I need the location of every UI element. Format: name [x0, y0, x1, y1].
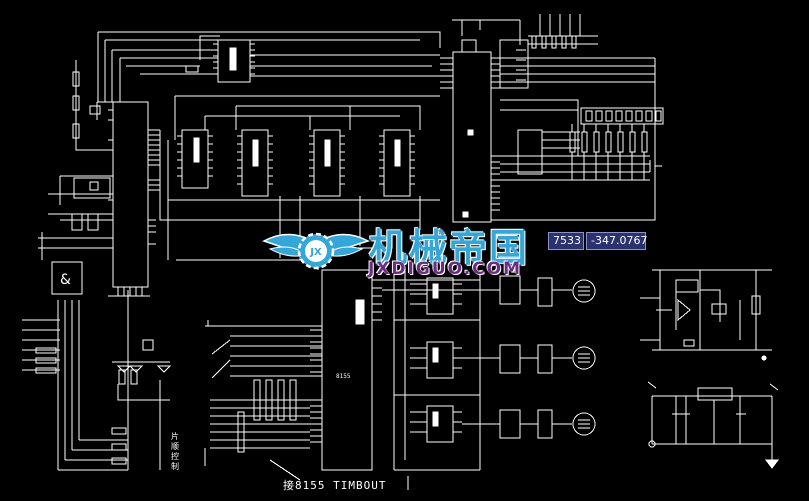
chip-latch-3[interactable]: [309, 129, 345, 197]
regulator-schematic: [647, 381, 779, 469]
vertical-control-label: 片顺控制: [171, 431, 180, 472]
watermark-cn-text: 机械帝国: [369, 226, 530, 270]
stepper-driver-1[interactable]: [410, 275, 596, 315]
watermark-en-text: JXDIGUO.COM: [368, 259, 523, 279]
left-components: [22, 60, 172, 471]
coordinate-y-readout: -347.0767: [586, 232, 647, 250]
watermark-badge: JX: [309, 247, 322, 258]
display-block: [580, 107, 664, 125]
right-top-network: [491, 14, 656, 221]
stepper-driver-3[interactable]: [410, 405, 596, 443]
and-gate: [51, 261, 83, 295]
chip-latch-2[interactable]: [237, 129, 273, 197]
stepper-section: [382, 270, 481, 471]
top-bus-lines: [97, 19, 521, 140]
gear-wings-icon: JX: [262, 232, 370, 270]
chip-latch-4[interactable]: [379, 129, 415, 197]
gate-symbol: &: [60, 272, 71, 288]
latch-interconnect: [159, 130, 440, 261]
chip-8155[interactable]: [310, 260, 382, 471]
stepper-driver-2[interactable]: [410, 341, 596, 379]
chip-controller-right[interactable]: [440, 39, 500, 223]
chip-latch-1[interactable]: [177, 129, 213, 189]
drawing-caption: 接8155 TIMBOUT: [283, 479, 387, 492]
power-schematic: [640, 269, 772, 361]
chip-cpu-left[interactable]: [96, 101, 160, 296]
coordinate-x-readout: 7533: [548, 232, 584, 250]
right-driver-lines: [500, 124, 662, 181]
chip-u1[interactable]: [185, 39, 255, 83]
port-resistor-bank: [204, 320, 322, 466]
watermark-logo: JX 机械帝国 JXDIGUO.COM: [262, 213, 562, 285]
chip-8155-label: 8155: [336, 373, 351, 380]
